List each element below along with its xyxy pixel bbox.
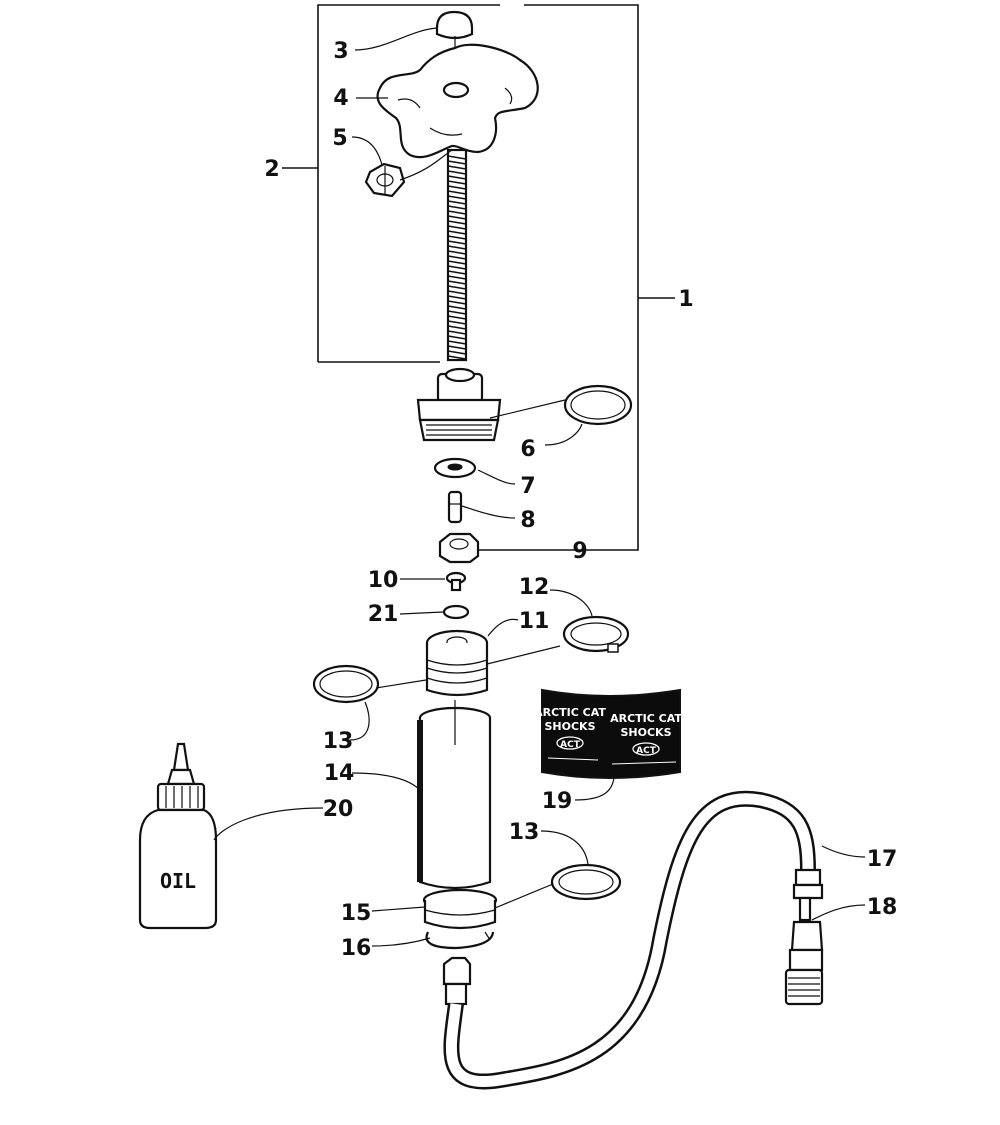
callout-8: 8 (520, 508, 535, 533)
thread-line (447, 250, 467, 255)
thread-line (447, 325, 467, 330)
callout-16: 16 (341, 936, 372, 961)
callout-14: 14 (324, 761, 355, 786)
hex-nut-part-9 (438, 532, 480, 564)
rod-threads (447, 155, 467, 360)
callout-20: 20 (323, 797, 354, 822)
nut-part-5 (364, 162, 406, 198)
washer-part-7 (433, 457, 477, 479)
callout-10: 10 (368, 568, 399, 593)
thread-line (447, 300, 467, 305)
thread-line (447, 205, 467, 210)
thread-line (447, 245, 467, 250)
thread-line (447, 335, 467, 340)
callout-4: 4 (333, 86, 348, 111)
cap-part-3 (435, 10, 474, 48)
thread-line (447, 340, 467, 345)
thread-line (447, 260, 467, 265)
hose-part-17 (443, 790, 824, 1090)
split-ring-part-12 (562, 615, 630, 653)
decal-part-19: ARCTIC CAT SHOCKS ACT ARCTIC CAT SHOCKS … (534, 688, 682, 779)
thread-line (447, 165, 467, 170)
leader-lines (213, 27, 866, 947)
thread-line (447, 225, 467, 230)
oring-part-6 (563, 384, 633, 426)
oil-bottle-label: OIL (160, 869, 196, 893)
thread-line (447, 200, 467, 205)
callout-5: 5 (332, 126, 347, 151)
thread-line (447, 255, 467, 260)
decal-badge-right: ACT (636, 746, 657, 756)
oring-part-13-upper (312, 664, 380, 704)
callout-6: 6 (520, 437, 535, 462)
thread-line (447, 320, 467, 325)
thread-line (447, 285, 467, 290)
thread-line (447, 195, 467, 200)
thread-line (447, 330, 467, 335)
callout-21: 21 (368, 602, 399, 627)
thread-line (447, 310, 467, 315)
callout-12: 12 (519, 575, 550, 600)
thread-line (447, 350, 467, 355)
thread-line (447, 210, 467, 215)
clip-part-16 (425, 931, 495, 950)
decal-badge-left: ACT (560, 740, 581, 750)
thread-line (447, 230, 467, 235)
piston-part-11 (425, 629, 489, 697)
callout-13-lower: 13 (509, 820, 540, 845)
thread-line (447, 355, 467, 360)
decal-line2-left: SHOCKS (545, 720, 596, 733)
callout-15: 15 (341, 901, 372, 926)
decal-line2-right: SHOCKS (621, 726, 672, 739)
callout-7: 7 (520, 474, 535, 499)
thread-line (447, 290, 467, 295)
thread-line (447, 220, 467, 225)
thread-line (447, 170, 467, 175)
callout-11: 11 (519, 609, 550, 634)
thread-line (447, 240, 467, 245)
decal-line1-right: ARCTIC CAT (610, 712, 682, 725)
thread-line (447, 175, 467, 180)
thread-line (447, 215, 467, 220)
oring-part-13-lower (550, 863, 622, 901)
decal-line1-left: ARCTIC CAT (534, 706, 606, 719)
thread-line (447, 185, 467, 190)
callout-2: 2 (264, 157, 279, 182)
callout-9: 9 (572, 539, 587, 564)
thread-line (447, 315, 467, 320)
end-cap-part-15 (422, 888, 498, 930)
hose-fitting (442, 956, 472, 1006)
callout-3: 3 (333, 39, 348, 64)
thread-line (447, 295, 467, 300)
thread-line (447, 270, 467, 275)
callout-17: 17 (867, 847, 898, 872)
thread-line (447, 345, 467, 350)
thread-line (447, 280, 467, 285)
thread-line (447, 160, 467, 165)
thread-line (447, 155, 467, 160)
cylinder-part-14 (417, 700, 492, 890)
coupler-part-18 (784, 896, 824, 1006)
thread-line (447, 190, 467, 195)
screw-part-10 (445, 571, 467, 592)
callout-19: 19 (542, 789, 573, 814)
thread-line (447, 305, 467, 310)
thread-line (447, 235, 467, 240)
threaded-rod (446, 148, 468, 362)
oil-bottle-part-20: OIL (138, 742, 218, 930)
star-knob-part-4 (376, 43, 539, 159)
callouts: 1 2 3 4 5 6 7 8 9 10 11 12 13 13 14 15 1… (264, 39, 897, 961)
assembly-bracket-1 (282, 4, 675, 551)
pin-part-8 (447, 490, 463, 524)
callout-18: 18 (867, 895, 898, 920)
thread-line (447, 265, 467, 270)
thread-line (447, 275, 467, 280)
callout-13-upper: 13 (323, 729, 354, 754)
small-oring-part-21 (442, 604, 470, 620)
thread-line (447, 180, 467, 185)
callout-1: 1 (678, 287, 693, 312)
coupler-knurl (788, 977, 820, 997)
cap-body (416, 367, 502, 442)
